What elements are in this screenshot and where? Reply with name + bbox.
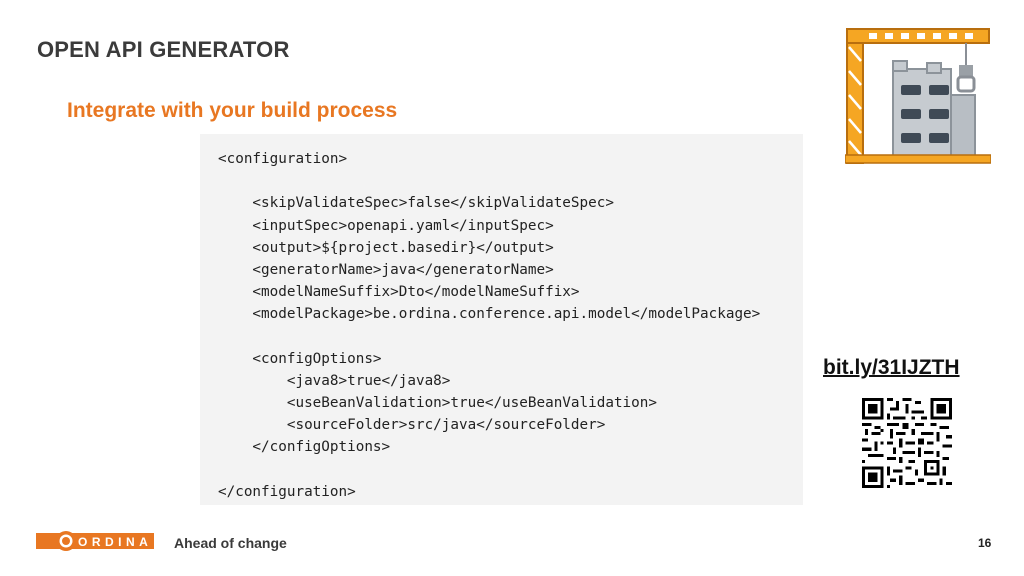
slide-title: OPEN API GENERATOR bbox=[37, 37, 290, 62]
code-line: <inputSpec>openapi.yaml</inputSpec> bbox=[218, 217, 554, 234]
ordina-logo: ORDINA bbox=[36, 531, 154, 551]
code-block: <configuration> <skipValidateSpec>false<… bbox=[200, 134, 803, 505]
code-line: <java8>true</java8> bbox=[218, 372, 451, 389]
short-link[interactable]: bit.ly/31IJZTH bbox=[823, 356, 960, 379]
code-line bbox=[218, 170, 803, 192]
qr-code bbox=[862, 398, 952, 488]
slide-subtitle: Integrate with your build process bbox=[67, 99, 398, 122]
code-line: <modelNameSuffix>Dto</modelNameSuffix> bbox=[218, 284, 580, 301]
code-line: <configOptions> bbox=[218, 350, 382, 367]
code-line: <useBeanValidation>true</useBeanValidati… bbox=[218, 395, 657, 412]
code-line: <generatorName>java</generatorName> bbox=[218, 261, 554, 278]
code-line bbox=[218, 459, 803, 481]
code-line: <output>${project.basedir}</output> bbox=[218, 239, 554, 256]
code-line: <modelPackage>be.ordina.conference.api.m… bbox=[218, 306, 761, 323]
code-line: <sourceFolder>src/java</sourceFolder> bbox=[218, 417, 606, 434]
logo-wordmark: ORDINA bbox=[78, 535, 152, 549]
code-line: <configuration> bbox=[218, 151, 348, 167]
page-number: 16 bbox=[978, 536, 992, 550]
building-construction-icon bbox=[845, 28, 991, 164]
code-line bbox=[218, 326, 803, 348]
code-line: </configOptions> bbox=[218, 439, 391, 456]
code-line: </configuration> bbox=[218, 483, 356, 500]
code-line: <skipValidateSpec>false</skipValidateSpe… bbox=[218, 195, 614, 212]
footer-tagline: Ahead of change bbox=[174, 535, 287, 551]
